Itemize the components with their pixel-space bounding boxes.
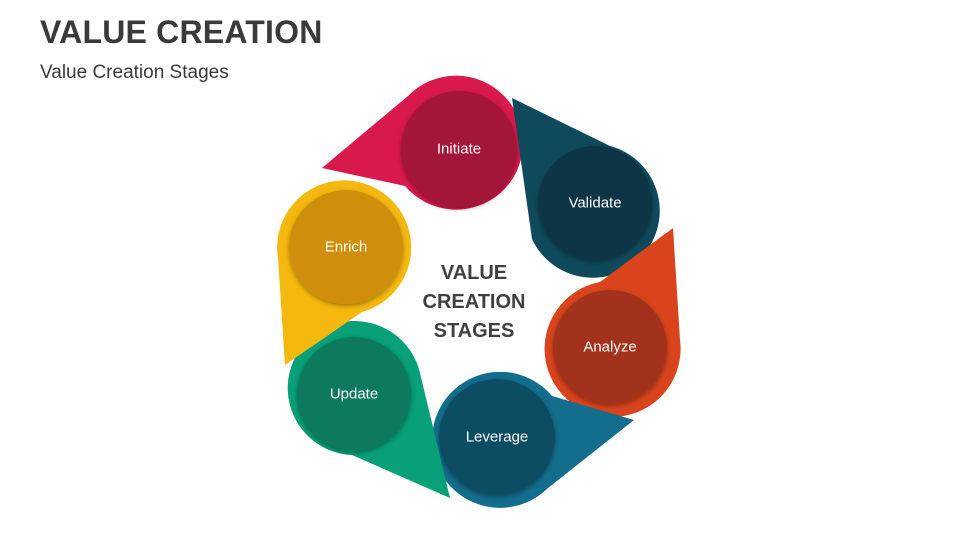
- stage-update: Update: [287, 321, 450, 498]
- stage-validate-label: Validate: [568, 195, 621, 212]
- stage-validate-circle: [538, 146, 652, 260]
- stage-analyze-circle: [553, 290, 667, 404]
- stage-update-label: Update: [330, 386, 378, 403]
- center-title: VALUE CREATION STAGES: [423, 262, 526, 342]
- center-title-line-3: STAGES: [434, 320, 515, 342]
- center-title-line-2: CREATION: [423, 291, 526, 313]
- stage-analyze: Analyze: [544, 228, 681, 417]
- stage-validate: Validate: [512, 98, 660, 278]
- stage-initiate-label: Initiate: [437, 141, 481, 158]
- page-subtitle: Value Creation Stages: [40, 62, 229, 83]
- stage-leverage: Leverage: [432, 371, 634, 508]
- stage-initiate-circle: [401, 91, 517, 207]
- stage-analyze-label: Analyze: [583, 339, 636, 356]
- stage-update-circle: [297, 337, 411, 451]
- stage-enrich: Enrich: [277, 180, 412, 365]
- center-title-line-1: VALUE: [441, 262, 507, 284]
- page-title: VALUE CREATION: [40, 14, 323, 50]
- stage-enrich-label: Enrich: [325, 239, 368, 256]
- stage-initiate: Initiate: [322, 75, 524, 210]
- stage-leverage-label: Leverage: [466, 429, 529, 446]
- stage-enrich-circle: [289, 190, 403, 304]
- stage-leverage-circle: [439, 379, 555, 495]
